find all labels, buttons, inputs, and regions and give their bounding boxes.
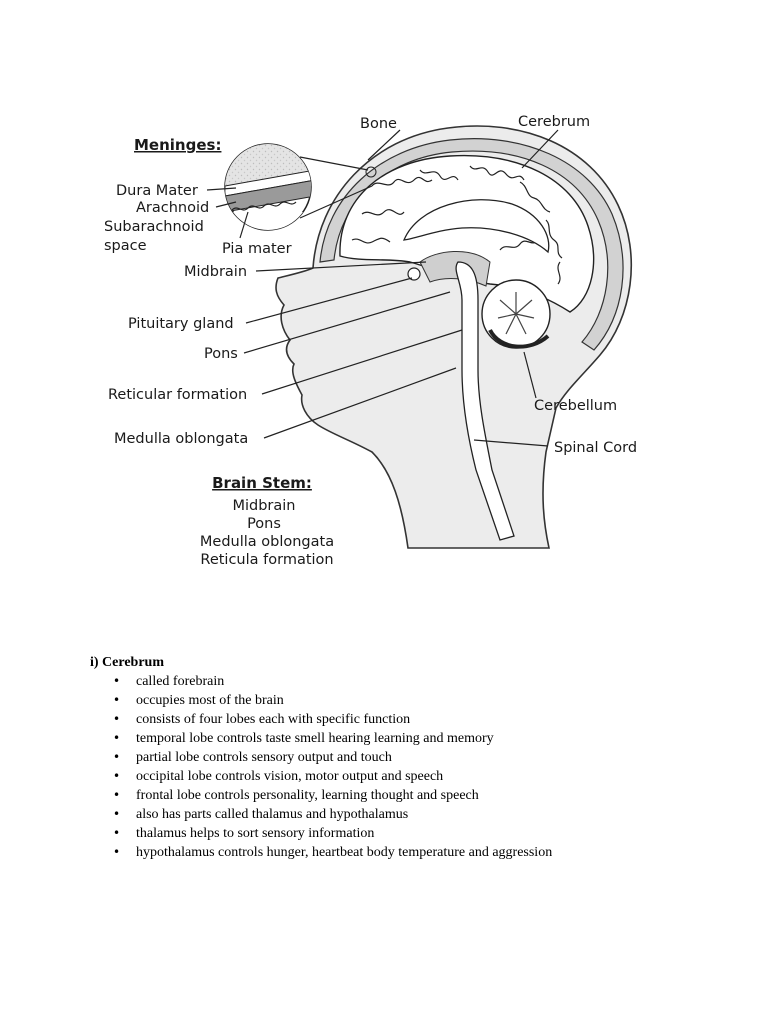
list-item: consists of four lobes each with specifi…	[90, 710, 730, 729]
list-item: frontal lobe controls personality, learn…	[90, 786, 730, 805]
cerebellum-shape	[481, 279, 551, 349]
skull-bone	[319, 138, 624, 351]
corpus-callosum	[402, 199, 550, 254]
leader-lines	[206, 129, 559, 447]
label-arachnoid: Arachnoid	[136, 200, 209, 216]
label-reticular-formation: Reticular formation	[108, 387, 247, 403]
list-item: hypothalamus controls hunger, heartbeat …	[90, 843, 730, 862]
label-subarachnoid: Subarachnoid	[104, 219, 204, 235]
brain-anatomy-diagram: Bone Cerebrum Meninges: Dura Mater Arach…	[104, 114, 637, 568]
list-item: temporal lobe controls taste smell heari…	[90, 729, 730, 748]
list-item: partial lobe controls sensory output and…	[90, 748, 730, 767]
brainstem-shape	[455, 261, 515, 541]
cerebrum-bullet-list: called forebrain occupies most of the br…	[90, 672, 730, 862]
label-medulla-oblongata: Medulla oblongata	[114, 431, 248, 447]
list-item: occipital lobe controls vision, motor ou…	[90, 767, 730, 786]
label-bone: Bone	[360, 116, 397, 132]
label-pons: Pons	[204, 346, 238, 362]
section-title: i) Cerebrum	[90, 655, 164, 670]
list-item: also has parts called thalamus and hypot…	[90, 805, 730, 824]
label-pituitary-gland: Pituitary gland	[128, 316, 234, 332]
meninges-header: Meninges:	[134, 136, 221, 154]
label-dura-mater: Dura Mater	[116, 183, 198, 199]
label-cerebrum: Cerebrum	[518, 114, 590, 130]
list-item: called forebrain	[90, 672, 730, 691]
label-space: space	[104, 238, 147, 254]
list-item: occupies most of the brain	[90, 691, 730, 710]
label-pia-mater: Pia mater	[222, 241, 292, 257]
pituitary-shape	[407, 267, 421, 281]
list-item: thalamus helps to sort sensory informati…	[90, 824, 730, 843]
brain-stem-item: Reticula formation	[200, 552, 333, 568]
label-cerebellum: Cerebellum	[534, 398, 617, 414]
label-spinal-cord: Spinal Cord	[554, 440, 637, 456]
cerebrum-section: i) Cerebrum called forebrain occupies mo…	[90, 653, 730, 862]
label-midbrain: Midbrain	[184, 264, 247, 280]
brain-stem-item: Midbrain	[232, 498, 295, 514]
brain-stem-header: Brain Stem:	[212, 474, 312, 492]
brain-stem-item: Medulla oblongata	[200, 534, 334, 550]
brain-stem-item: Pons	[247, 516, 281, 532]
